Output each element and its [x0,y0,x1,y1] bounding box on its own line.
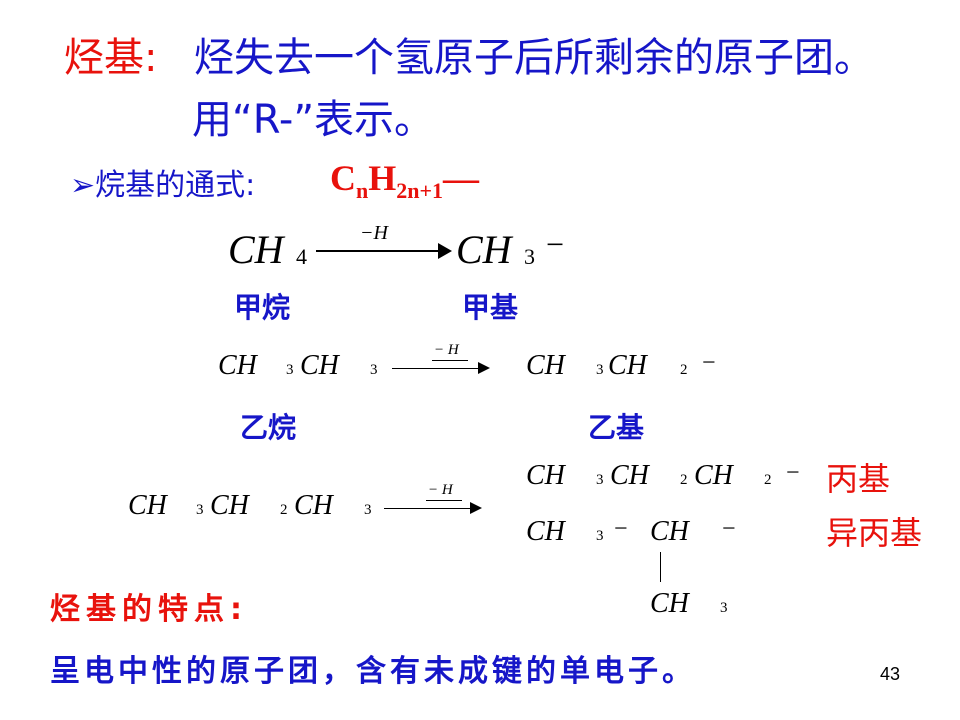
reaction2-right-b-sub: 2 [680,362,688,378]
product2-b: CH [650,516,689,547]
alkyl-formula-label: 烷基的通式: [95,168,256,203]
reaction3-arrow-label: − H [428,482,453,498]
reaction2-arrowhead-icon [478,362,490,374]
reaction1-right-dash: − [546,226,565,262]
alkyl-formula-row: ➢烷基的通式: [70,166,255,206]
reaction2-left-a: CH [218,350,257,381]
reaction2-arrow-label: − H [434,342,459,358]
product1-c-sub: 2 [764,472,772,488]
reaction1-arrow [316,250,440,252]
page-number: 43 [880,664,901,684]
reaction2-arrow [392,368,480,369]
reaction2-left-a-sub: 3 [286,362,294,378]
product1-dash: − [786,460,800,486]
reaction3-left-a-sub: 3 [196,502,204,518]
branch-ch: CH [650,588,689,619]
formula-dash: — [443,158,480,198]
product1-b: CH [610,460,649,491]
formula-sub: 2n+1 [396,178,444,203]
reaction1-right-sub: 3 [524,244,535,269]
reaction1-right-name: 甲基 [462,291,519,324]
branch-bond [660,552,661,582]
reaction2-arrow-overline [432,360,468,361]
reaction2-left-b: CH [300,350,339,381]
features-text: 呈电中性的原子团，含有未成键的单电子。 [50,654,696,689]
definition-text: 烃失去一个氢原子后所剩余的原子团。 [194,35,874,81]
reaction2-left-name: 乙烷 [240,411,297,444]
reaction3-left-c: CH [294,490,333,521]
product1-c: CH [694,460,733,491]
formula-c: C [330,158,356,198]
reaction3-left-b: CH [210,490,249,521]
alkyl-general-formula: CnH2n+1— [330,156,479,205]
definition-term: 烃基: [64,35,158,81]
formula-h: H [368,158,397,198]
reaction3-arrow [384,508,472,509]
reaction2-right-name: 乙基 [588,411,645,444]
reaction1-arrowhead-icon [438,243,452,259]
definition-line2: 用“R-”表示。 [192,97,435,143]
product1-a-sub: 3 [596,472,604,488]
product2-mid-dash: − [614,516,628,542]
reaction1-left-name: 甲烷 [234,291,291,324]
reaction2-right-a-sub: 3 [596,362,604,378]
branch-ch-sub: 3 [720,600,728,616]
product1-b-sub: 2 [680,472,688,488]
product2-a-sub: 3 [596,528,604,544]
reaction1-arrow-label: −H [360,222,388,244]
reaction3-left-b-sub: 2 [280,502,288,518]
reaction2-right-dash: − [702,350,716,376]
product2-name: 异丙基 [826,514,923,552]
product2-a: CH [526,516,565,547]
formula-n: n [356,178,369,203]
reaction3-left-c-sub: 3 [364,502,372,518]
reaction2-right-b: CH [608,350,647,381]
reaction3-arrowhead-icon [470,502,482,514]
reaction3-arrow-overline [426,500,462,501]
reaction2-right-a: CH [526,350,565,381]
reaction1-left: CH [228,227,284,272]
features-heading: 烃基的特点: [50,592,248,627]
reaction3-left-a: CH [128,490,167,521]
bullet-arrow-icon: ➢ [70,168,96,203]
product1-a: CH [526,460,565,491]
product1-name: 丙基 [826,460,891,498]
reaction2-left-b-sub: 3 [370,362,378,378]
reaction1-left-sub: 4 [296,244,307,269]
reaction1-right: CH [456,227,512,272]
product2-end-dash: − [722,516,736,542]
